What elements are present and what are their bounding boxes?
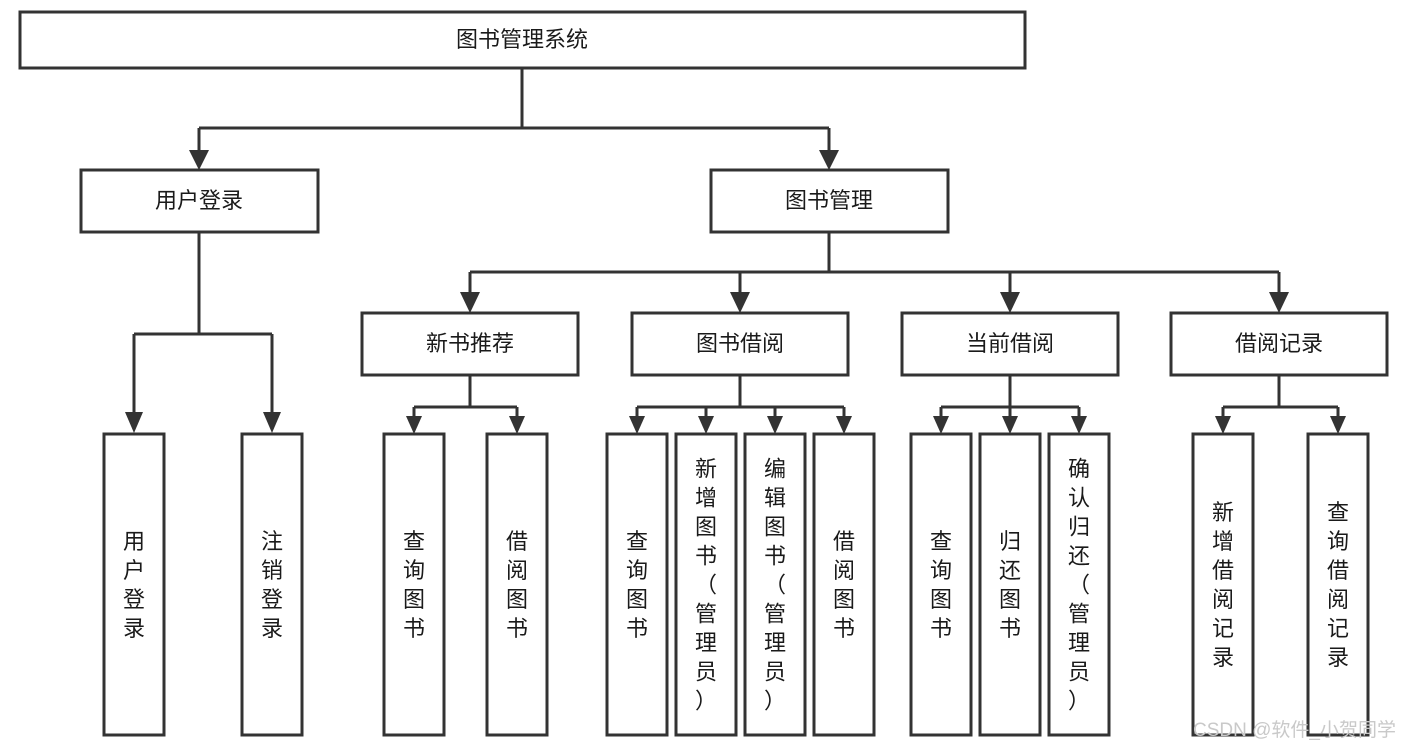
leaf-query-record[interactable]: 查询借阅记录 [1306,432,1370,737]
leaf-add-record[interactable]: 新增借阅记录 [1191,432,1255,737]
leaf-user-login[interactable]: 用户登录 [102,432,166,737]
leaf-query-book-2-box[interactable] [605,432,669,737]
leaf-query-book-2[interactable]: 查询图书 [605,432,669,737]
node-new-book-rec[interactable]: 新书推荐 [360,311,580,377]
node-current-borrow-box[interactable] [900,311,1120,377]
arrow-head-leaf-return-book [1002,416,1018,434]
leaf-user-logout-label: 注销登录 [261,529,283,641]
leaf-query-book-1-box[interactable] [382,432,446,737]
node-borrow-record-label: 借阅记录 [1235,331,1323,356]
arrow-head-leaf-edit-book [767,416,783,434]
leaf-borrow-book-1-label: 借阅图书 [506,529,528,641]
arrow-head-leaf-query-book-3 [933,416,949,434]
node-book-manage-box[interactable] [709,168,950,234]
leaf-edit-book[interactable]: 编辑图书（管理员） [743,432,807,737]
leaf-user-login-label: 用户登录 [123,529,145,641]
arrow-head-leaf-borrow-book-1 [509,416,525,434]
arrow-head-leaf-query-book-1 [406,416,422,434]
leaf-query-record-label: 查询借阅记录 [1327,500,1349,670]
leaf-borrow-book-1[interactable]: 借阅图书 [485,432,549,737]
leaf-return-book-box[interactable] [978,432,1042,737]
node-current-borrow-label: 当前借阅 [966,331,1054,356]
leaf-query-book-3-box[interactable] [909,432,973,737]
arrow-head-leaf-add-book [698,416,714,434]
node-book-manage[interactable]: 图书管理 [709,168,950,234]
arrow-head-borrow-record [1269,292,1289,313]
connector-layer [125,68,1346,434]
leaf-borrow-book-2-label: 借阅图书 [833,529,855,641]
leaf-add-record-box[interactable] [1191,432,1255,737]
node-book-borrow-box[interactable] [630,311,850,377]
node-root-label: 图书管理系统 [456,27,588,52]
csdn-watermark: CSDN @软件_小贺同学 [1193,719,1396,741]
leaf-query-book-1[interactable]: 查询图书 [382,432,446,737]
node-root-box[interactable] [18,10,1027,70]
leaf-confirm-return-box[interactable] [1047,432,1111,737]
arrow-head-leaf-user-logout [263,412,281,433]
node-book-borrow-label: 图书借阅 [696,331,784,356]
node-borrow-record[interactable]: 借阅记录 [1169,311,1389,377]
leaf-query-record-box[interactable] [1306,432,1370,737]
node-book-manage-label: 图书管理 [785,188,873,213]
arrow-head-book-manage [819,150,839,170]
node-user-login[interactable]: 用户登录 [79,168,320,234]
node-book-borrow[interactable]: 图书借阅 [630,311,850,377]
leaf-borrow-book-2[interactable]: 借阅图书 [812,432,876,737]
arrow-head-leaf-borrow-book-2 [836,416,852,434]
leaf-user-logout-box[interactable] [240,432,304,737]
leaf-query-book-2-label: 查询图书 [626,529,648,641]
arrow-head-leaf-add-record [1215,416,1231,434]
leaf-edit-book-label: 编辑图书（管理员） [764,457,786,714]
leaf-query-book-3[interactable]: 查询图书 [909,432,973,737]
arrow-head-user-login [189,150,209,170]
leaf-query-book-3-label: 查询图书 [930,529,952,641]
arrow-head-book-borrow [730,292,750,313]
arrow-head-new-book-rec [460,292,480,313]
arrow-head-current-borrow [1000,292,1020,313]
leaf-return-book[interactable]: 归还图书 [978,432,1042,737]
leaf-confirm-return[interactable]: 确认归还（管理员） [1047,432,1111,737]
leaf-add-book[interactable]: 新增图书（管理员） [674,432,738,737]
leaf-user-logout[interactable]: 注销登录 [240,432,304,737]
leaf-add-book-box[interactable] [674,432,738,737]
leaf-confirm-return-label: 确认归还（管理员） [1068,457,1090,714]
arrow-head-leaf-confirm-return [1071,416,1087,434]
leaf-borrow-book-2-box[interactable] [812,432,876,737]
leaf-return-book-label: 归还图书 [999,529,1021,641]
node-current-borrow[interactable]: 当前借阅 [900,311,1120,377]
leaf-edit-book-box[interactable] [743,432,807,737]
arrow-head-leaf-query-record [1330,416,1346,434]
leaf-query-book-1-label: 查询图书 [403,529,425,641]
arrow-head-leaf-query-book-2 [629,416,645,434]
leaf-user-login-box[interactable] [102,432,166,737]
node-new-book-rec-label: 新书推荐 [426,331,514,356]
leaf-add-book-label: 新增图书（管理员） [695,457,717,714]
node-new-book-rec-box[interactable] [360,311,580,377]
node-user-login-label: 用户登录 [155,188,243,213]
node-borrow-record-box[interactable] [1169,311,1389,377]
node-root[interactable]: 图书管理系统 [18,10,1027,70]
leaf-add-record-label: 新增借阅记录 [1212,500,1234,670]
arrow-head-leaf-user-login [125,412,143,433]
leaf-borrow-book-1-box[interactable] [485,432,549,737]
node-user-login-box[interactable] [79,168,320,234]
